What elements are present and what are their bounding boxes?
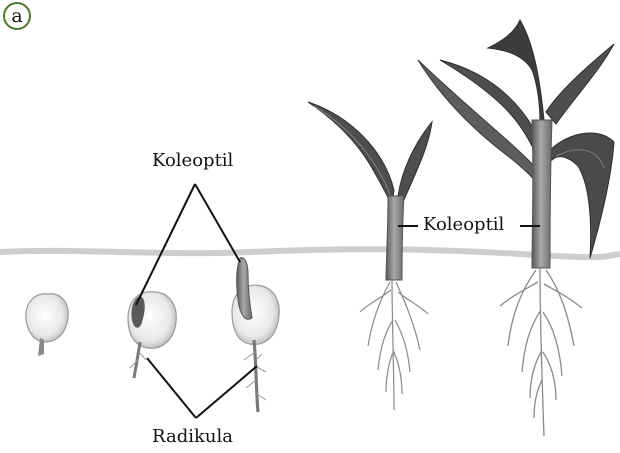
coleoptile-label-top: Koleoptil [152,152,233,170]
leaf-left [308,102,394,206]
panel-label: a [11,5,22,27]
leader-radicle-right [196,366,257,418]
seed-stage-1 [26,294,68,356]
radicle-root [254,340,258,412]
seed-body [26,294,68,342]
coleoptile-label-mid: Koleoptil [423,216,504,234]
stem [386,196,404,280]
leaf-right-drooping [550,133,614,258]
radicle-root [134,342,140,378]
leaf-top-right [546,44,614,124]
radicle-label: Radikula [152,428,233,446]
leaf-right [398,122,432,200]
roots [360,280,428,410]
panel-label-badge: a [3,2,31,30]
roots [500,268,582,436]
leader-coleoptile-left [136,184,195,305]
soil-line [0,249,620,257]
seed-stage-3 [232,258,279,412]
seedling-stage-4 [308,102,432,410]
leader-radicle-left [147,358,196,418]
stem [532,120,552,268]
